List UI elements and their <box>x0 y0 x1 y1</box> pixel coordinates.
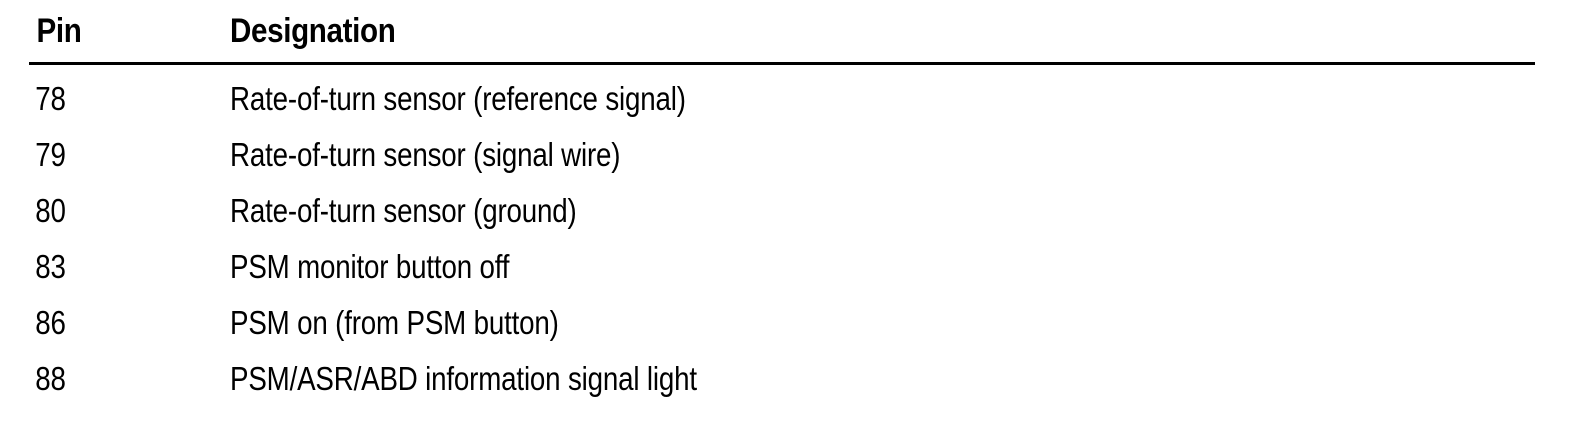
column-header-pin: Pin <box>36 12 82 50</box>
column-header-designation: Designation <box>230 12 396 50</box>
cell-designation: Rate-of-turn sensor (signal wire) <box>230 136 621 173</box>
table-row: 79 Rate-of-turn sensor (signal wire) <box>0 124 1584 180</box>
table-row: 86 PSM on (from PSM button) <box>0 292 1584 348</box>
table-row: 80 Rate-of-turn sensor (ground) <box>0 180 1584 236</box>
cell-designation: PSM/ASR/ABD information signal light <box>230 360 697 397</box>
cell-designation: Rate-of-turn sensor (ground) <box>230 192 577 229</box>
cell-designation: PSM on (from PSM button) <box>230 304 559 341</box>
cell-pin: 78 <box>35 80 66 117</box>
header-divider-rule <box>29 62 1535 65</box>
cell-pin: 80 <box>35 192 66 229</box>
cell-pin: 79 <box>35 136 66 173</box>
table-body: 78 Rate-of-turn sensor (reference signal… <box>0 68 1584 404</box>
table-row: 88 PSM/ASR/ABD information signal light <box>0 348 1584 404</box>
cell-pin: 86 <box>35 304 66 341</box>
cell-pin: 88 <box>35 360 66 397</box>
table-row: 83 PSM monitor button off <box>0 236 1584 292</box>
cell-pin: 83 <box>35 248 66 285</box>
table-row: 78 Rate-of-turn sensor (reference signal… <box>0 68 1584 124</box>
table-header-row: Pin Designation <box>0 0 1584 62</box>
cell-designation: PSM monitor button off <box>230 248 510 285</box>
cell-designation: Rate-of-turn sensor (reference signal) <box>230 80 686 117</box>
pin-designation-table: Pin Designation 78 Rate-of-turn sensor (… <box>0 0 1584 395</box>
